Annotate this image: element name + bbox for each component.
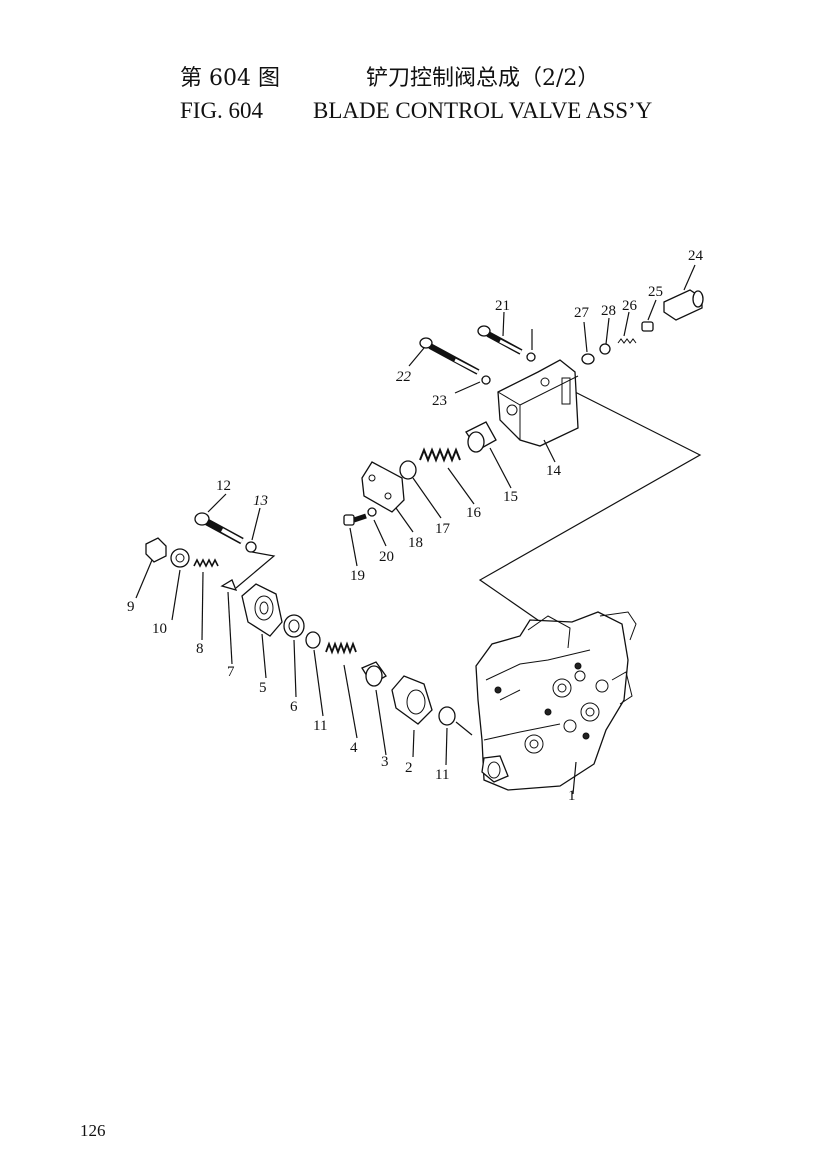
part-5-cover	[241, 583, 283, 637]
part-1-valve-body	[475, 611, 637, 791]
part-26-spring	[617, 338, 637, 344]
callout-2: 2	[405, 760, 413, 776]
callout-4: 4	[350, 740, 358, 756]
callout-15: 15	[503, 489, 518, 505]
callout-8: 8	[196, 641, 204, 657]
part-11-oring-right	[438, 706, 456, 726]
callout-7: 7	[227, 664, 235, 680]
part-11-oring-left	[305, 631, 321, 649]
part-24-relief-valve	[663, 289, 704, 321]
part-washer-upper	[526, 352, 536, 362]
callout-23: 23	[432, 393, 447, 409]
callout-19: 19	[350, 568, 365, 584]
part-23-washer	[481, 375, 491, 385]
callout-26: 26	[622, 298, 638, 314]
callout-5: 5	[259, 680, 267, 696]
callout-3: 3	[381, 754, 389, 770]
callout-18: 18	[408, 535, 423, 551]
part-20-washer	[367, 507, 377, 517]
callout-11-left: 11	[313, 718, 327, 734]
part-18-cover	[361, 461, 405, 513]
title-cn: 铲刀控制阀总成（2/2）	[366, 66, 600, 91]
callout-13: 13	[253, 493, 268, 509]
part-25-poppet	[641, 321, 654, 332]
callout-9: 9	[127, 599, 135, 615]
part-19-bolt	[343, 513, 367, 526]
connection-lines	[235, 391, 702, 736]
part-15-spool	[465, 421, 497, 453]
leader-lines	[135, 264, 696, 795]
part-8-spring	[193, 558, 219, 568]
callout-17: 17	[435, 521, 451, 537]
callout-6: 6	[290, 699, 298, 715]
part-14-housing	[497, 359, 579, 447]
callout-20: 20	[379, 549, 394, 565]
part-4-spring	[325, 641, 357, 655]
part-3-spool	[361, 661, 387, 687]
part-2-cover	[391, 675, 433, 725]
title-en: BLADE CONTROL VALVE ASS’Y	[313, 98, 653, 123]
callout-24: 24	[688, 248, 704, 264]
callout-10: 10	[152, 621, 167, 637]
callout-16: 16	[466, 505, 482, 521]
part-17-oring	[399, 460, 417, 480]
part-7-poppet	[220, 579, 238, 591]
part-13-washer	[245, 541, 257, 553]
part-9-plug	[145, 537, 167, 563]
callout-12: 12	[216, 478, 231, 494]
callout-25: 25	[648, 284, 663, 300]
callout-22: 22	[396, 369, 412, 385]
part-10-nut	[170, 548, 190, 568]
part-21-bolt	[477, 325, 523, 355]
figure-number-cn: 第 604 图	[180, 66, 280, 91]
callout-21: 21	[495, 298, 510, 314]
callout-27: 27	[574, 305, 590, 321]
figure-number-en: FIG. 604	[180, 98, 264, 123]
part-28-oring	[599, 343, 611, 355]
callout-14: 14	[546, 463, 562, 479]
page-number: 126	[80, 1121, 106, 1140]
part-12-bolt	[194, 512, 244, 545]
callout-1: 1	[568, 788, 576, 804]
callout-28: 28	[601, 303, 616, 319]
callout-labels: 1 2 3 4 5 6 7 8 9 10 11 11 12 13 14 15 1…	[127, 248, 704, 804]
part-6-spacer	[283, 614, 305, 638]
part-22-bolt	[419, 337, 480, 375]
part-27-plug	[581, 353, 595, 365]
callout-11-right: 11	[435, 767, 449, 783]
part-16-spring	[419, 447, 461, 463]
